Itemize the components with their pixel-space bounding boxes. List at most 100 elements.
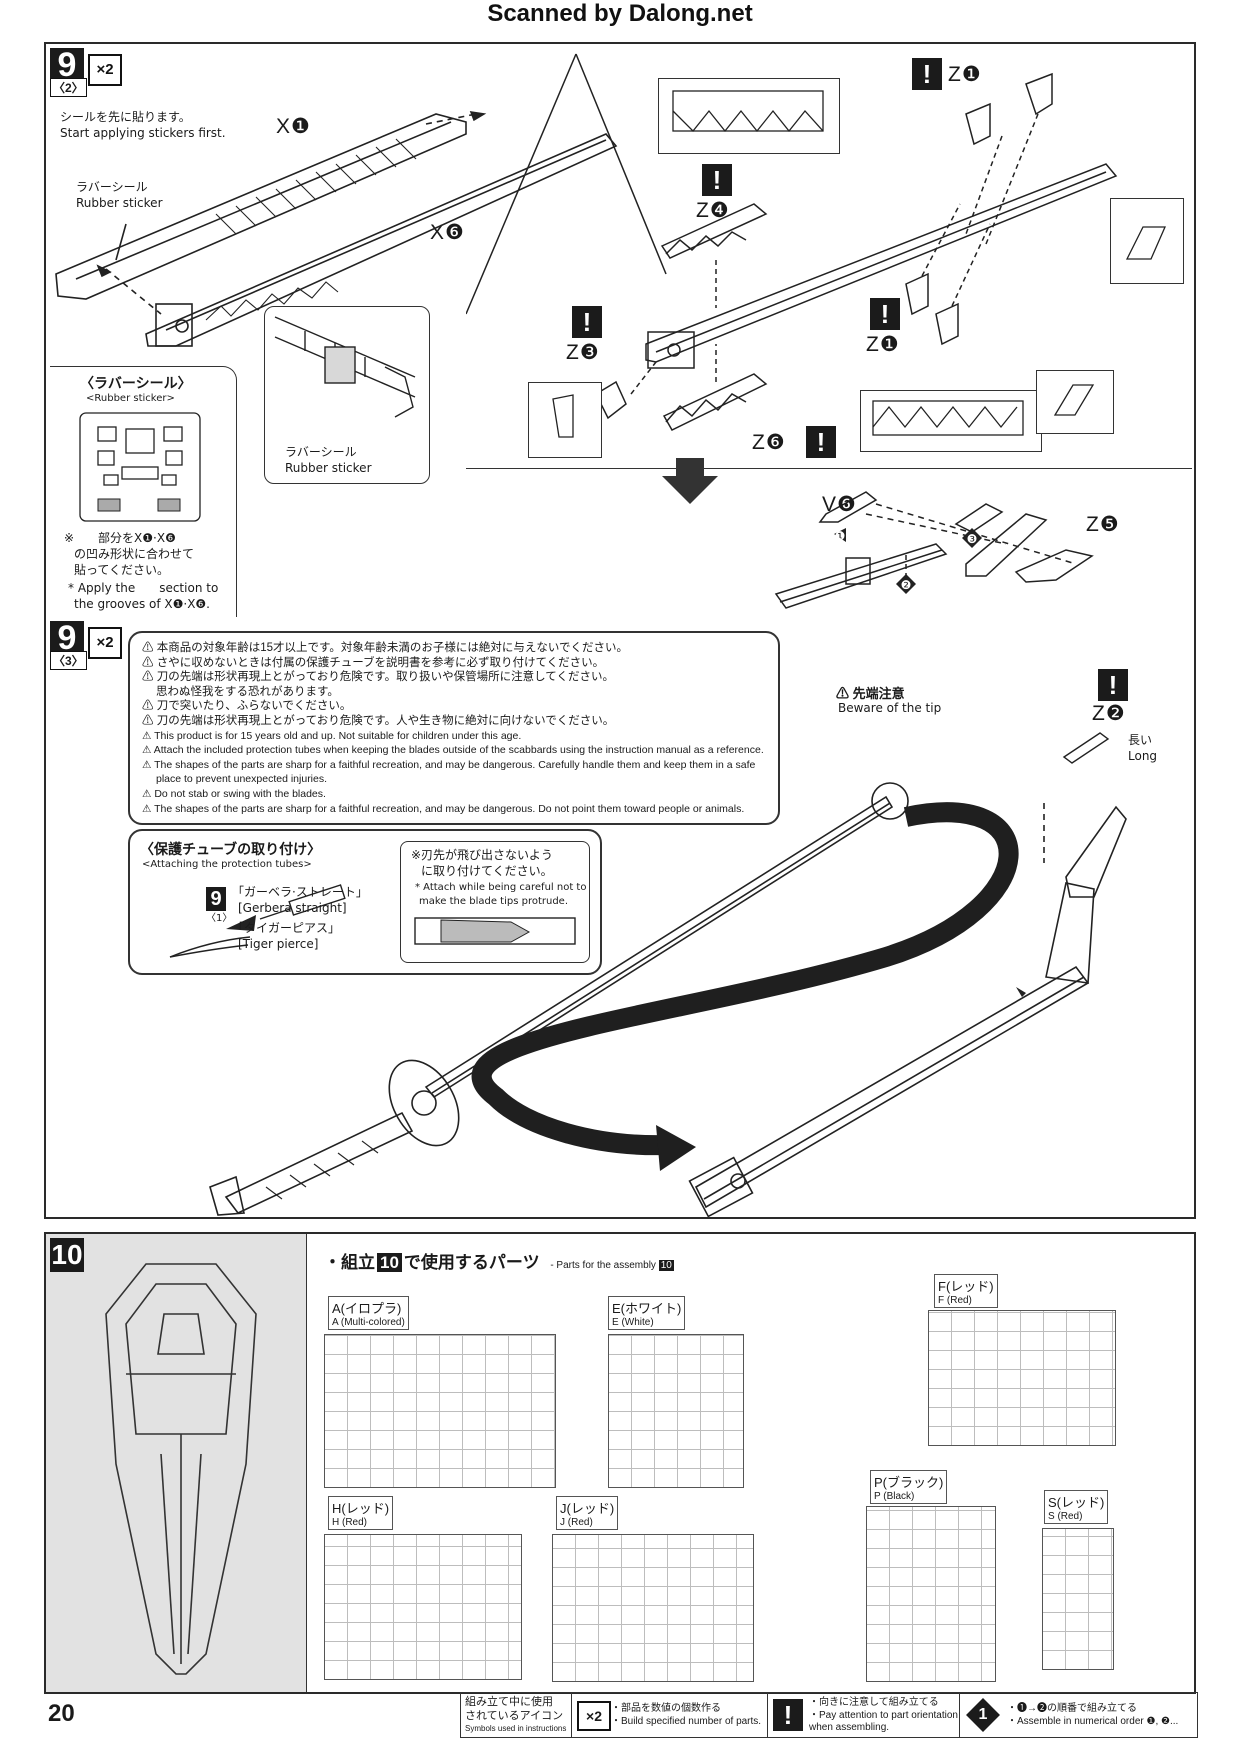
tube-attach-drawing <box>169 884 346 958</box>
sticker-note-jp-3: 貼ってください。 <box>74 563 170 577</box>
warning-line-jp-5: ⚠ 刀で突いたり、ふらないでください。 <box>142 700 352 713</box>
part-x1-label: X❶ <box>276 115 311 138</box>
runner-j-label: J(レッド)J (Red) <box>556 1496 619 1530</box>
warning-line-jp-2: ⚠ さやに収めないときは付属の保護チューブを説明書を参考に必ず取り付けてください… <box>142 656 605 669</box>
orientation-warning-icon-z6: ! <box>806 426 836 458</box>
part-z5-label: Z❺ <box>1086 513 1120 536</box>
part-z4-label: Z❹ <box>696 199 730 222</box>
orientation-warning-icon-z4: ! <box>702 164 732 196</box>
warning-line-jp-4: 思わぬ怪我をする恐れがあります。 <box>156 685 339 698</box>
warning-line-jp-1: ⚠ 本商品の対象年齢は15才以上です。対象年齢未満のお子様には絶対に与えないでく… <box>142 642 628 654</box>
runner-e-sprue <box>608 1334 744 1488</box>
safety-warning-box: ⚠ 本商品の対象年齢は15才以上です。対象年齢未満のお子様には絶対に与えないでく… <box>128 631 780 825</box>
orientation-warning-icon-z1-top: ! <box>912 58 942 90</box>
tube-note-en-2: make the blade tips protrude. <box>419 896 568 907</box>
sticker-note-en-2: the grooves of X❶·X❻. <box>74 597 210 611</box>
sub-step-label: 〈2〉 <box>50 78 87 97</box>
sword-and-scabbard-illustration <box>209 782 1127 1217</box>
legend-order-text: ・❶→❷の順番で組み立てる ・Assemble in numerical ord… <box>1007 1703 1179 1727</box>
sticker-note-jp-1: ※ 部分をX❶·X❻ <box>64 531 176 545</box>
part-v6-label: V❻ <box>822 493 857 516</box>
page-number: 20 <box>48 1700 75 1727</box>
sticker-sheet-title-jp: 〈ラバーシール〉 <box>80 375 192 391</box>
scabbard-parts-illustration <box>55 111 618 347</box>
runner-f-sprue <box>928 1310 1116 1446</box>
tiger-jp: 「タイガーピアス」 <box>232 921 341 935</box>
runner-h-sprue <box>324 1534 522 1680</box>
runner-a-sprue <box>324 1334 556 1488</box>
section-divider <box>466 468 1192 469</box>
runner-e-label: E(ホワイト)E (White) <box>608 1296 686 1330</box>
part-z1-top-label: Z❶ <box>948 63 982 86</box>
legend-x2-text: ・部品を数値の個数作る ・Build specified number of p… <box>611 1703 762 1727</box>
parts-title-en: - Parts for the assembly 10 <box>550 1260 674 1271</box>
scan-credit: Scanned by Dalong.net <box>487 0 753 27</box>
runner-h-label: H(レッド)H (Red) <box>328 1496 394 1530</box>
runner-p-sprue <box>866 1506 996 1682</box>
tube-title-en: <Attaching the protection tubes> <box>142 859 312 870</box>
z6-shape-inset <box>860 390 1042 452</box>
part-z3-label: Z❸ <box>566 341 600 364</box>
legend-excl-text: ・向きに注意して組み立てる ・Pay attention to part ori… <box>809 1697 958 1733</box>
runner-a-label: A(イロプラ)A (Multi-colored) <box>328 1296 409 1330</box>
guard-assembly-illustration <box>466 53 1118 431</box>
warning-line-jp-3: ⚠ 刀の先端は形状再現上とがっており危険です。取り扱いや保管場所に注意してくださ… <box>142 671 614 684</box>
warning-line-en-2: ⚠ Attach the included protection tubes w… <box>142 744 764 757</box>
sub-step-label: 〈3〉 <box>50 651 87 670</box>
warning-line-en-4: place to prevent unexpected injuries. <box>156 773 328 786</box>
detail-rubber-sticker-en: Rubber sticker <box>285 461 372 475</box>
rubber-sticker-label-jp: ラバーシール <box>76 180 148 194</box>
warning-line-en-3: ⚠ The shapes of the parts are sharp for … <box>142 758 756 771</box>
order-marker-2: ❷ <box>901 578 912 592</box>
parts-title-step-badge: 10 <box>377 1253 402 1272</box>
legend-excl-icon: ! <box>773 1699 803 1731</box>
order-marker-1: ❶ <box>835 529 846 543</box>
part-z2-label: Z❷ <box>1092 702 1126 725</box>
long-jp: 長い <box>1128 733 1153 747</box>
orientation-warning-icon-z3: ! <box>572 306 602 338</box>
tube-title-jp: 〈保護チューブの取り付け〉 <box>140 841 322 857</box>
orientation-warning-icon-z1-mid: ! <box>870 298 900 330</box>
step-10-left-column: 10 <box>46 1234 307 1692</box>
warning-line-jp-6: ⚠ 刀の先端は形状再現上とがっており危険です。人や生き物に絶対に向けないでくださ… <box>142 714 615 727</box>
rubber-sticker-label-en: Rubber sticker <box>76 196 163 210</box>
z1-top-shape-inset <box>1110 198 1184 284</box>
icon-legend: 組み立て中に使用 されているアイコン Symbols used in instr… <box>460 1692 1198 1738</box>
instruction-jp: シールを先に貼ります。 <box>60 110 191 124</box>
instruction-en: Start applying stickers first. <box>60 126 226 140</box>
sticker-detail-inset: ラバーシール Rubber sticker <box>264 306 430 484</box>
sticker-note-en-1: * Apply the section to <box>68 581 219 595</box>
tiger-en: [Tiger pierce] <box>238 937 319 951</box>
runner-s-label: S(レッド)S (Red) <box>1044 1490 1109 1524</box>
tube-tip-drawing <box>414 917 576 945</box>
part-z6-label: Z❻ <box>752 431 786 454</box>
step-number-badge: 10 <box>50 1238 84 1272</box>
legend-order-icon: 1 <box>966 1698 1000 1732</box>
z2-part-drawing <box>1062 732 1110 764</box>
step-number: 9 <box>57 619 77 657</box>
gerbera-en: [Gerbera straight] <box>238 901 347 915</box>
ref-sub-step: 〈1〉 <box>206 913 233 924</box>
runner-p-label: P(ブラック)P (Black) <box>870 1470 948 1504</box>
legend-title: 組み立て中に使用 されているアイコン Symbols used in instr… <box>465 1696 567 1733</box>
step-9-3-panel: 9 〈3〉 ×2 ⚠ 本商品の対象年齢は15才以上です。対象年齢未満のお子様には… <box>44 617 1196 1219</box>
sticker-sheet-title-en: <Rubber sticker> <box>86 393 175 404</box>
step-number: 9 <box>57 46 77 84</box>
z4-shape-inset <box>658 78 840 154</box>
tip-warning-en: Beware of the tip <box>838 701 942 715</box>
sticker-note-jp-2: の凹み形状に合わせて <box>74 547 195 561</box>
sticker-detail-drawing <box>274 316 416 418</box>
part-z1-mid-label: Z❶ <box>866 333 900 356</box>
runner-f-label: F(レッド)F (Red) <box>934 1274 998 1308</box>
detail-rubber-sticker-jp: ラバーシール <box>285 445 357 459</box>
tube-note-jp-2: に取り付けてください。 <box>421 864 553 878</box>
tube-note-jp-1: ※刃先が飛び出さないよう <box>411 848 553 862</box>
down-arrow-icon <box>662 458 718 504</box>
legend-x2-icon: ×2 <box>577 1701 611 1731</box>
multiplier-badge: ×2 <box>88 54 122 86</box>
sticker-sheet-drawing <box>79 412 201 522</box>
tube-note-en-1: * Attach while being careful not to <box>415 882 587 893</box>
step-9-2-panel: 9 〈2〉 ×2 シールを先に貼ります。 Start applying stic… <box>44 42 1196 621</box>
orientation-warning-icon-z2: ! <box>1098 669 1128 701</box>
